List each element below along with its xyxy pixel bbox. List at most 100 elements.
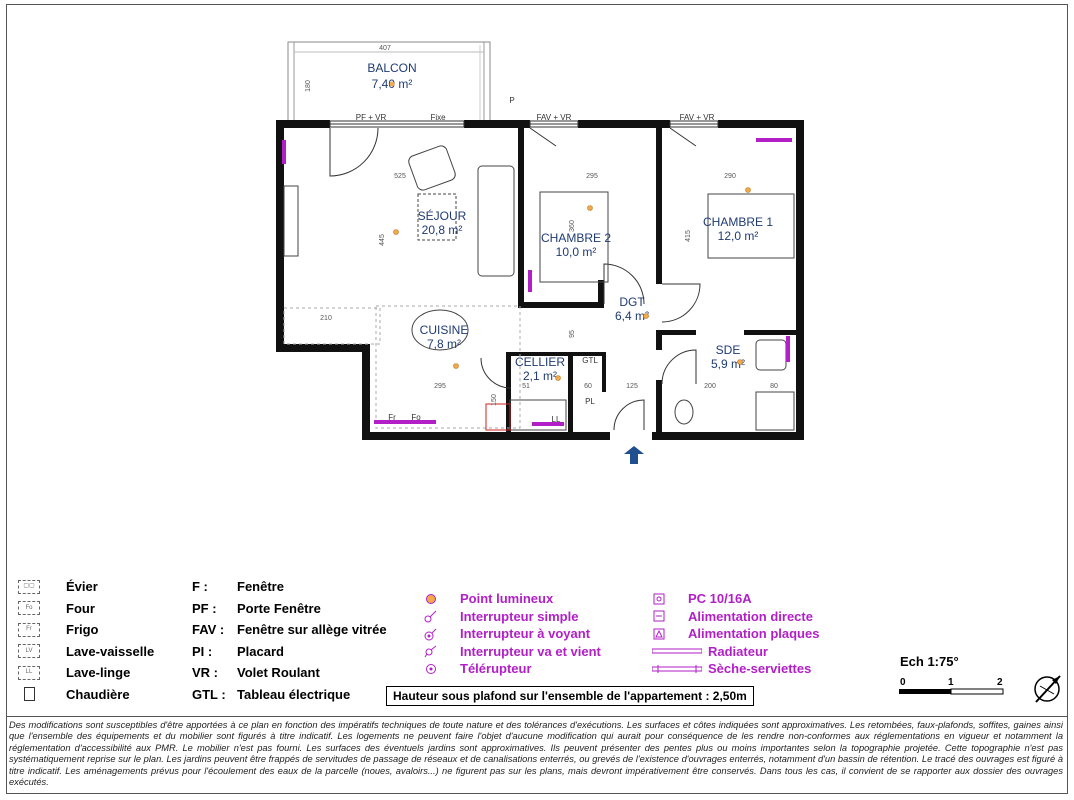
legend-label-four: Four [66,600,95,616]
seche-serviettes-icon [652,662,702,676]
abbr-label-vr: Volet Roulant [237,665,320,680]
scale-bar: 0 1 2 [899,677,1004,695]
ceiling-height-note: Hauteur sous plafond sur l'ensemble de l… [386,686,754,706]
lave-vaisselle-icon: LV [18,644,40,659]
pc-icon [652,592,666,606]
legend-electric-right: PC 10/16A Alimentation directe Alimentat… [652,590,819,678]
room-area-chambre2: 10,0 m² [556,245,597,259]
dim-445: 445 [379,234,386,246]
legend-item-lave-linge: LL Lave-linge [18,662,154,684]
legend-item-lave-vaisselle: LV Lave-vaisselle [18,641,154,663]
washbasin [755,339,787,371]
dashed-zones [283,305,521,429]
label-fav-vr-1: FAV + VR [537,113,572,122]
bed-chambre1 [707,193,795,259]
abbr-pf: PF : [192,600,217,616]
label-ll: LL [552,415,561,424]
room-name-chambre2: CHAMBRE 2 [541,231,611,245]
scale-title: Ech 1:75° [900,654,959,669]
dim-525: 525 [394,173,406,180]
door-swings [329,127,701,431]
dim-95: 95 [569,330,576,338]
legend-item-chaudiere: Chaudière [18,684,154,706]
legend-label-seche-serviettes: Sèche-serviettes [708,661,812,676]
frigo-icon: Fr [18,622,40,637]
shower [755,391,795,431]
abbr-label-f: Fenêtre [237,579,284,594]
room-area-dgt: 6,4 m² [615,309,649,323]
legend-label-alimentation-directe: Alimentation directe [688,608,813,624]
label-fav-vr-2: FAV + VR [680,113,715,122]
label-pf-vr: PF + VR [356,113,387,122]
disclaimer-text: Des modifications sont susceptibles d'êt… [9,720,1063,788]
room-name-sde: SDE [716,343,741,357]
interrupteur-simple-icon [424,609,438,623]
label-gtl: GTL [582,356,598,365]
label-fo: Fo [411,413,421,422]
exterior-walls [276,120,804,440]
scale-tick-0: 0 [900,677,906,688]
armchair [408,145,456,191]
disclaimer-divider [6,716,1068,717]
floor-plan: 407 180 BALCON 7,40 m² [276,41,804,464]
legend-label-interrupteur-simple: Interrupteur simple [460,608,579,624]
legend: ▢▢ Évier Fo Four Fr Frigo LV Lave-vaisse… [0,570,1074,710]
alimentation-directe-icon [652,609,666,623]
legend-abbreviations: F :Fenêtre PF :Porte Fenêtre FAV :Fenêtr… [192,576,387,705]
legend-label-interrupteur-voyant: Interrupteur à voyant [460,626,591,641]
alimentation-plaques-icon [652,627,666,641]
dim-210: 210 [320,315,332,322]
legend-electric-left: Point lumineux Interrupteur simple Inter… [424,590,601,678]
room-name-sejour: SÉJOUR [418,208,467,223]
interior-walls [506,128,796,438]
abbr-fav: FAV : [192,622,225,637]
dim-295b: 295 [434,383,446,390]
abbr-f: F : [192,579,208,594]
dim-295a: 295 [586,173,598,180]
room-name-cellier: CELLIER [515,355,565,369]
abbr-gtl: GTL : [192,686,226,702]
dim-60: 60 [584,383,592,390]
dim-407: 407 [379,45,391,52]
legend-equipment: ▢▢ Évier Fo Four Fr Frigo LV Lave-vaisse… [18,576,154,705]
legend-item-evier: ▢▢ Évier [18,576,154,598]
entrance-arrow-icon [624,446,644,464]
dim-360: 360 [569,220,576,232]
abbr-label-gtl: Tableau électrique [237,686,351,702]
telerupteur-icon [424,662,438,676]
dim-290: 290 [724,173,736,180]
abbr-label-fav: Fenêtre sur allège vitrée [237,622,387,637]
plan-sheet-border [6,4,1068,794]
dim-150: 150 [491,394,498,406]
point-lumineux-icon [389,81,395,87]
interrupteur-voyant-icon [424,627,438,641]
dim-80: 80 [770,383,778,390]
radiateur-icon [652,644,702,658]
chaudiere-icon [18,687,40,702]
chaudiere [485,403,511,431]
legend-label-lave-linge: Lave-linge [66,665,131,680]
label-north-p: P [509,96,514,105]
label-pl: PL [585,397,595,406]
four-icon: Fo [18,601,40,616]
toilet [674,399,694,425]
coffee-table [417,193,457,241]
room-name-cuisine: CUISINE [420,323,469,337]
scale-tick-2: 2 [997,677,1003,688]
room-area-cuisine: 7,8 m² [427,337,461,351]
room-area-chambre1: 12,0 m² [718,229,759,243]
dining-table [411,309,469,351]
legend-label-radiateur: Radiateur [708,643,768,659]
sofa [477,165,515,277]
room-area-cellier: 2,1 m² [523,369,557,383]
tv-unit [283,185,299,257]
room-name-chambre1: CHAMBRE 1 [703,215,773,229]
room-name-balcon: BALCON [367,61,416,75]
label-fixe: Fixe [430,113,446,122]
radiator-icons [282,138,792,426]
legend-item-frigo: Fr Frigo [18,619,154,641]
legend-label-alimentation-plaques: Alimentation plaques [688,626,820,641]
abbr-pi: PI : [192,643,213,659]
legend-label-frigo: Frigo [66,622,99,637]
room-area-sejour: 20,8 m² [422,223,463,237]
